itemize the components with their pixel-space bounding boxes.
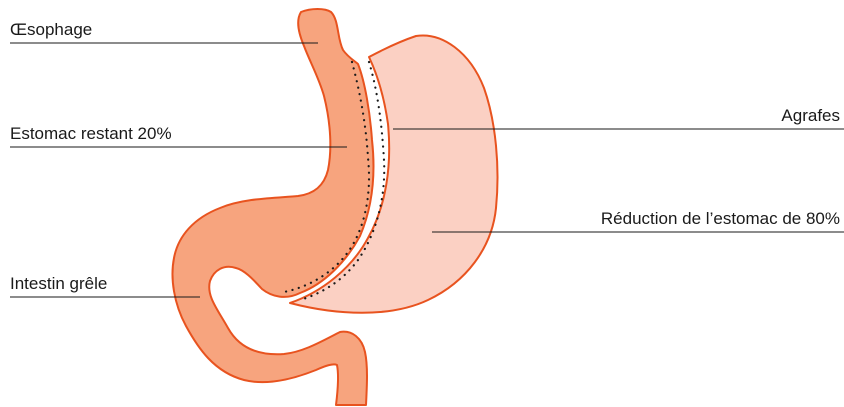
- staples-label: Agrafes: [781, 106, 840, 125]
- sleeve-stomach-intestine-shape: [173, 9, 374, 405]
- stomach-reduction-label: Réduction de l’estomac de 80%: [601, 209, 840, 228]
- remaining-stomach-label: Estomac restant 20%: [10, 124, 172, 143]
- small-intestine-label: Intestin grêle: [10, 274, 107, 293]
- esophagus-label: Œsophage: [10, 20, 92, 39]
